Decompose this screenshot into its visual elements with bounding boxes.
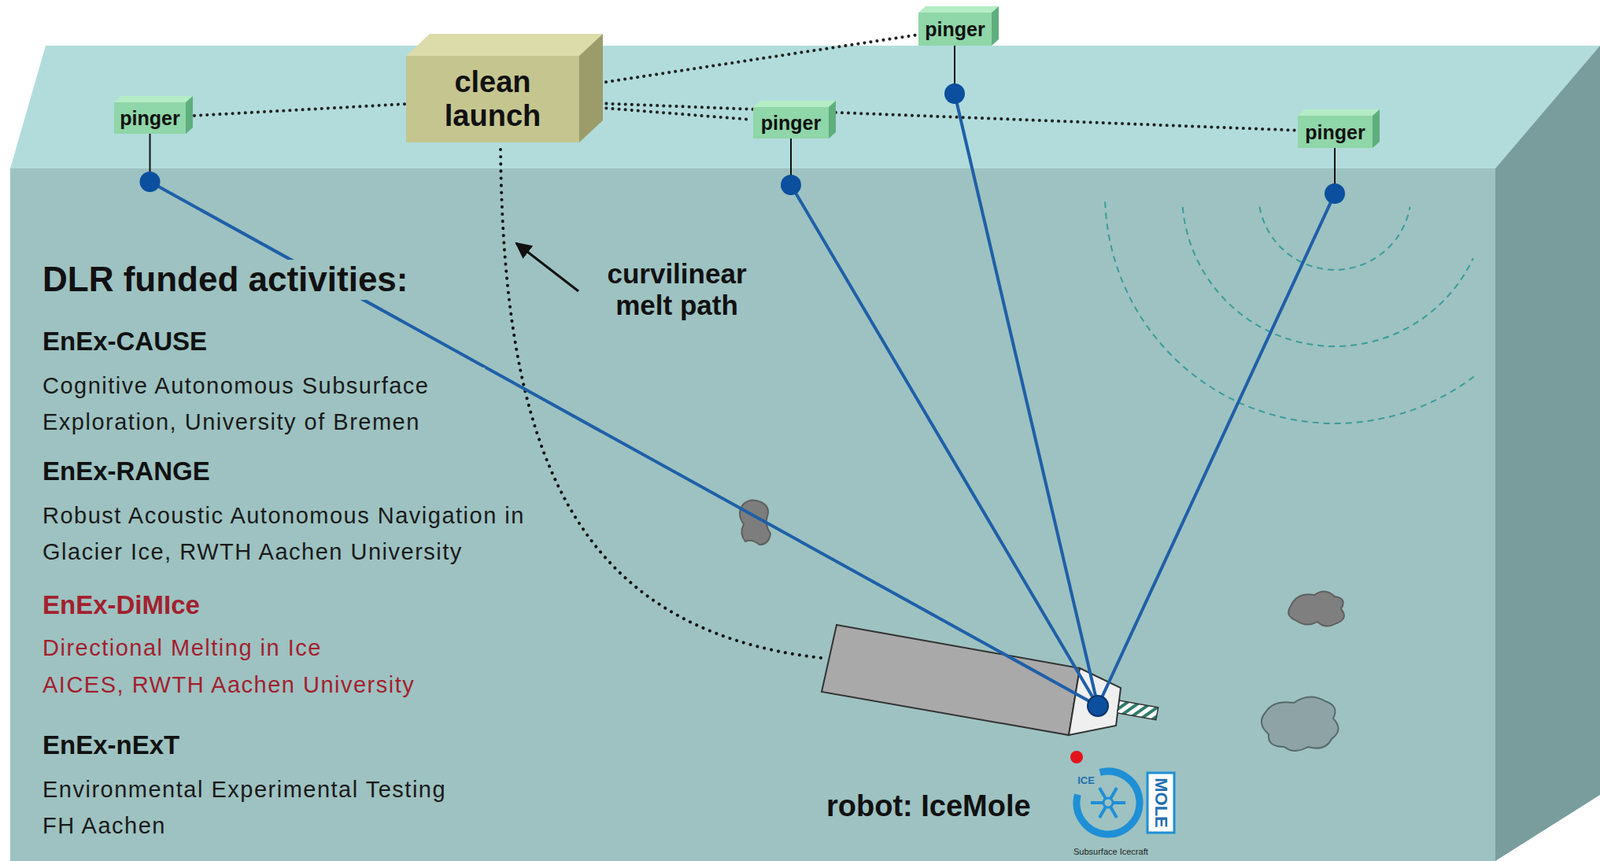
project-description: Directional Melting in Ice [40,629,324,666]
acoustic-ray [954,93,1098,706]
node-text: pinger [761,111,821,134]
box-side-face [991,6,999,46]
project-name: EnEx-DiMIce [40,590,202,621]
rock [1261,696,1339,751]
logo-frame [1147,772,1175,833]
box-top-face [114,96,193,103]
logo-caption: Subsurface Icecraft [1071,846,1150,858]
box-side-face [185,96,193,134]
callout-label: curvilinear melt path [584,258,769,322]
box-side-face [1372,109,1380,148]
robot-label: robot: IceMole [824,789,1033,825]
launch-box: clean launch [406,55,580,143]
logo-snowflake [1103,798,1113,808]
box-top-face [1297,109,1380,116]
pinger-box: pinger [1297,115,1373,148]
logo-text: MOLE [1150,775,1171,830]
project-description: Robust Acoustic Autonomous Navigation in… [40,497,556,570]
logo-dot [1070,750,1083,764]
rock-detail [752,519,758,521]
logo-snowflake [1099,787,1117,818]
transducer-dot [140,171,161,193]
transducer-dot [1324,183,1346,204]
leader-arrow [516,243,579,292]
node-text: pinger [119,107,180,130]
section-heading: DLR funded activities: [40,259,411,300]
acoustic-wave [1260,206,1411,270]
acoustic-wave [1104,201,1477,424]
transducer-dot [780,174,802,196]
ice-front-face [10,168,1496,861]
project-institute: AICES, RWTH Aachen University [40,666,417,703]
acoustic-ray [790,184,1098,706]
pinger-box: pinger [918,12,992,46]
project-name: EnEx-nExT [40,730,182,761]
pinger-box: pinger [753,107,829,139]
box-top-face [406,33,603,56]
project-description: Cognitive Autonomous Subsurface Explorat… [40,367,485,440]
project-description: Environmental Experimental Testing [40,771,448,808]
ice-top-face [10,45,1600,169]
box-top-face [753,100,836,108]
box-top-face [918,6,999,13]
node-text: clean launch [413,65,572,133]
rock [1288,591,1345,626]
icemole-head [1068,668,1121,736]
acoustic-wave [1182,206,1474,347]
transducer-dot [944,83,965,104]
project-name: EnEx-CAUSE [40,326,209,357]
project-name: EnEx-RANGE [40,456,212,487]
pinger-box: pinger [114,102,186,134]
dotted-link [187,103,405,116]
ice-screw [1117,700,1159,720]
box-side-face [828,100,836,139]
box-side-face [579,33,603,143]
dotted-link [580,102,1297,130]
acoustic-ray [1097,193,1335,706]
ice-side-face [1495,45,1600,861]
transducer-dot [1087,695,1109,717]
logo-text: ICE [1075,775,1097,788]
icemole-body [821,624,1080,736]
logo-snowflake [1099,787,1117,818]
project-institute: FH Aachen [40,807,168,844]
dotted-link [580,34,917,86]
logo-ring [1076,771,1140,835]
node-text: pinger [1304,121,1365,144]
node-text: pinger [924,18,985,41]
